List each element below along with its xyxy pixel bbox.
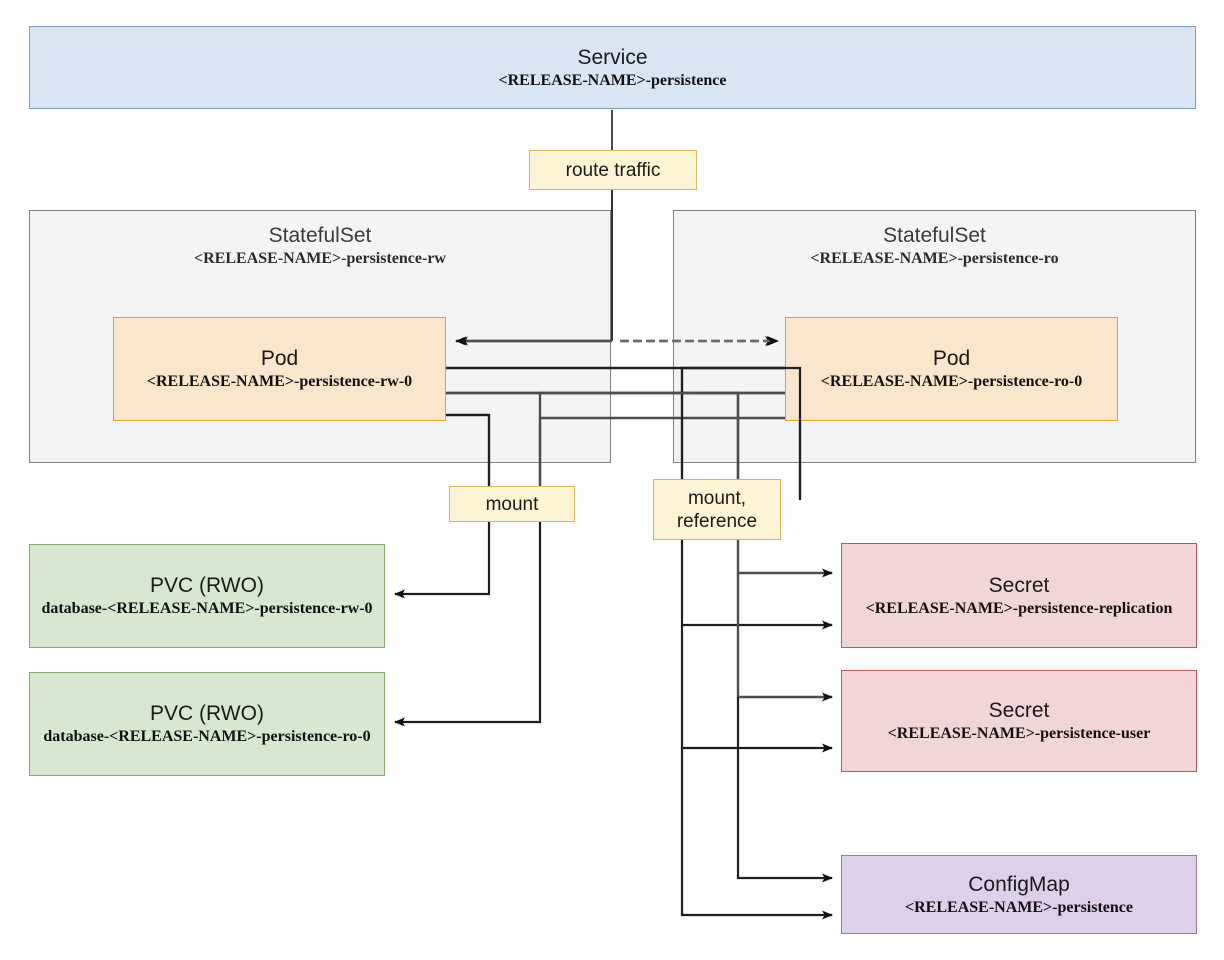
node-secret-replication[interactable]: Secret <RELEASE-NAME>-persistence-replic… <box>841 543 1197 648</box>
node-pvc-rw-name: database-<RELEASE-NAME>-persistence-rw-0 <box>41 600 373 617</box>
node-pod-ro-kind: Pod <box>932 347 971 370</box>
edge-to-secret-user-b <box>680 625 833 753</box>
node-pod-rw-kind: Pod <box>260 347 299 370</box>
node-pvc-rw-kind: PVC (RWO) <box>150 574 264 597</box>
edge-to-secret-replication-b <box>680 540 833 630</box>
edge-to-secret-user-a <box>736 573 833 702</box>
node-pod-ro[interactable]: Pod <RELEASE-NAME>-persistence-ro-0 <box>785 317 1118 421</box>
edge-mount-to-pvc-ro <box>394 522 542 727</box>
node-configmap[interactable]: ConfigMap <RELEASE-NAME>-persistence <box>841 855 1197 934</box>
node-service-name: <RELEASE-NAME>-persistence <box>498 71 727 89</box>
node-service[interactable]: Service <RELEASE-NAME>-persistence <box>29 26 1196 109</box>
node-pvc-ro[interactable]: PVC (RWO) database-<RELEASE-NAME>-persis… <box>29 672 385 776</box>
node-configmap-kind: ConfigMap <box>968 872 1070 896</box>
node-secret-replication-kind: Secret <box>988 573 1050 597</box>
node-secret-user-name: <RELEASE-NAME>-persistence-user <box>887 725 1151 742</box>
node-configmap-name: <RELEASE-NAME>-persistence <box>905 898 1133 916</box>
node-pod-ro-name: <RELEASE-NAME>-persistence-ro-0 <box>820 373 1083 390</box>
edge-to-configmap-b <box>680 748 833 920</box>
edge-label-mount-reference-line1: mount, <box>687 487 747 509</box>
node-pvc-rw[interactable]: PVC (RWO) database-<RELEASE-NAME>-persis… <box>29 544 385 648</box>
node-secret-user-kind: Secret <box>988 699 1050 722</box>
node-service-kind: Service <box>577 45 648 69</box>
node-pvc-ro-kind: PVC (RWO) <box>150 702 264 725</box>
edge-label-mount-reference-line2: reference <box>676 510 758 532</box>
edge-to-configmap-a <box>736 697 833 883</box>
node-pvc-ro-name: database-<RELEASE-NAME>-persistence-ro-0 <box>43 728 371 745</box>
node-statefulset-rw-kind: StatefulSet <box>268 224 372 247</box>
node-statefulset-ro-kind: StatefulSet <box>883 224 986 247</box>
node-secret-replication-name: <RELEASE-NAME>-persistence-replication <box>865 599 1173 617</box>
node-secret-user[interactable]: Secret <RELEASE-NAME>-persistence-user <box>841 670 1197 772</box>
node-statefulset-rw-name: <RELEASE-NAME>-persistence-rw <box>194 250 446 267</box>
edge-label-mount-reference[interactable]: mount, reference <box>653 479 781 540</box>
node-pod-rw[interactable]: Pod <RELEASE-NAME>-persistence-rw-0 <box>113 317 446 421</box>
node-statefulset-ro-name: <RELEASE-NAME>-persistence-ro <box>810 250 1059 267</box>
edge-label-mount[interactable]: mount <box>449 486 575 522</box>
edge-to-secret-replication-a <box>736 540 833 578</box>
edge-label-route-traffic[interactable]: route traffic <box>529 150 697 190</box>
edge-mount-to-pvc-rw <box>394 522 491 599</box>
edge-label-mount-text: mount <box>485 493 539 515</box>
node-pod-rw-name: <RELEASE-NAME>-persistence-rw-0 <box>146 373 413 390</box>
edge-label-route-traffic-text: route traffic <box>565 159 661 181</box>
